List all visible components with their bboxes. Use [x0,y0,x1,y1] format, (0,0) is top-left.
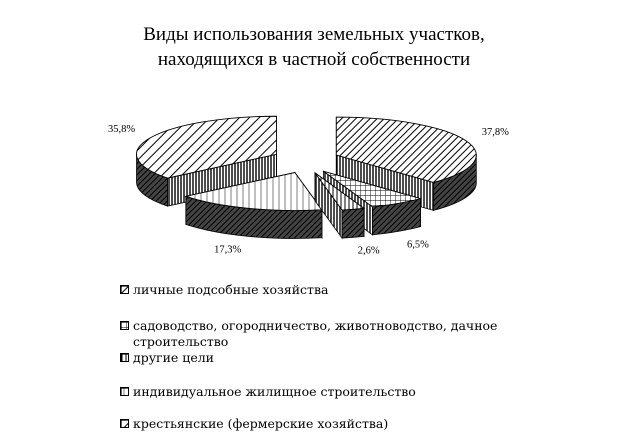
legend-label-3: другие цели [133,350,215,365]
pie-slice-4 [184,171,323,240]
slice-label-1: 37,8% [482,127,509,138]
pie-slices [136,115,477,240]
slice-labels: 35,8% 37,8% 6,5% 17,3% 2,6% [108,124,509,257]
legend-swatch-5 [120,419,129,428]
legend-swatch-2 [120,321,129,330]
legend-swatch-4 [120,387,129,396]
pie-slice-5 [136,115,277,207]
legend-item-2: садоводство, огородничество, животноводс… [120,318,543,350]
pie-slice-3 [314,171,366,240]
pie-slice-top [184,171,323,211]
slice-label-2: 6,5% [407,239,429,250]
legend-item-3: другие цели [120,350,214,366]
legend-label-5: крестьянские (фермерские хозяйства) [133,416,389,431]
pie-slice-wall [341,207,365,239]
slice-label-5: 35,8% [108,124,135,135]
pie-slice-top [335,116,477,183]
legend-item-1: личные подсобные хозяйства [120,282,328,298]
chart-title-line-2: находящихся в частной собственности [157,49,471,70]
slice-label-3: 2,6% [358,246,380,257]
slice-label-4: 17,3% [214,244,241,255]
pie-slice-top [314,172,366,211]
legend-swatch-1 [120,285,129,294]
chart-title-line-1: Виды использования земельных участков, [143,24,485,45]
legend-item-5: крестьянские (фермерские хозяйства) [120,416,388,432]
legend-label-2: садоводство, огородничество, животноводс… [133,318,498,349]
pie-slice-top [136,115,277,179]
legend-item-4: индивидуальное жилищное строительство [120,384,416,400]
legend-swatch-3 [120,353,129,362]
legend-label-1: личные подсобные хозяйства [133,282,329,297]
chart-title: Виды использования земельных участков, н… [0,22,628,72]
legend-label-4: индивидуальное жилищное строительство [133,384,416,399]
pie-slice-top [323,170,423,208]
